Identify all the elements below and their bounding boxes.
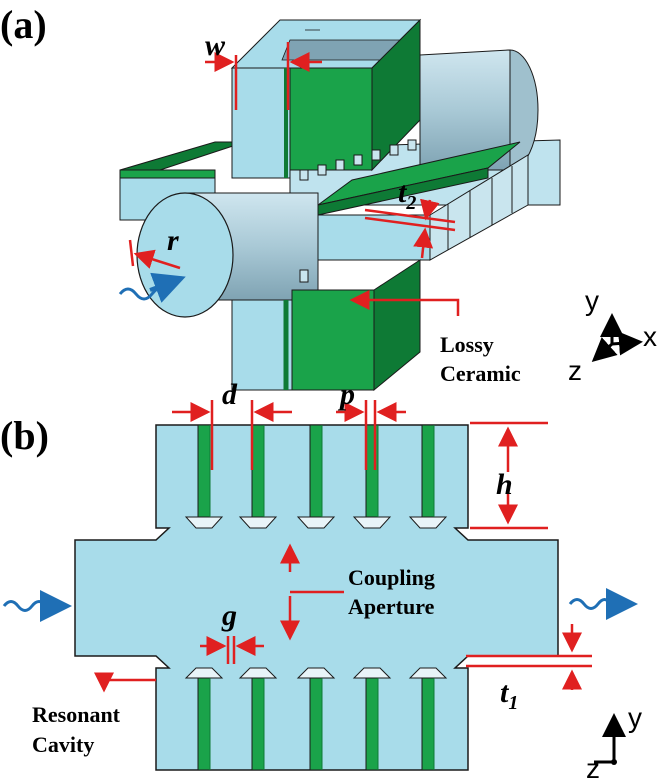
- label-t1: t1: [500, 676, 518, 714]
- label-p: p: [337, 378, 355, 411]
- label-d: d: [222, 378, 238, 411]
- lossy-ceramic-leader: [349, 290, 460, 316]
- cylinder-waveguide: [136, 192, 319, 318]
- t2-arrow-bottom: [413, 227, 434, 259]
- label-g: g: [221, 599, 237, 632]
- bottom-ceramic-strip: [197, 677, 211, 771]
- bottom-ceramic-strip: [251, 677, 265, 771]
- label-h: h: [496, 468, 513, 501]
- panel-a-3d-view: (a) w t2 r Lossy Ceramic y x z: [0, 2, 657, 392]
- bottom-aperture-cap: [352, 667, 392, 679]
- t2-arrow-top: [420, 198, 440, 221]
- top-ceramic-strip: [309, 424, 323, 518]
- label-t2: t2: [398, 176, 416, 214]
- input-wave-a: [118, 272, 186, 303]
- comb-teeth: [299, 139, 417, 181]
- output-wave-b: [568, 588, 638, 620]
- label-coupling: Coupling: [348, 565, 435, 590]
- panel-label-b: (b): [0, 413, 49, 458]
- axis-y-label-a: y: [585, 285, 599, 316]
- right-ceramic-arm: [317, 141, 529, 261]
- label-cavity: Cavity: [32, 732, 94, 757]
- bottom-ceramic-strip: [309, 677, 323, 771]
- label-lossy: Lossy: [440, 332, 494, 357]
- top-ceramic-strip: [421, 424, 435, 518]
- top-ceramic-arm: [230, 18, 422, 179]
- t2-line-top: [364, 208, 456, 224]
- axes-triad-a: [591, 313, 643, 362]
- annotations-a: [128, 42, 460, 316]
- r-arrow: [133, 249, 181, 270]
- cylinder-back: [419, 49, 539, 171]
- t2-line-bottom: [364, 216, 456, 232]
- bottom-resonator-comb: [184, 667, 448, 771]
- bottom-aperture-cap: [238, 667, 278, 679]
- resonant-cavity-leader: [94, 672, 156, 693]
- bottom-aperture-cap: [408, 667, 448, 679]
- axis-y-label-b: y: [628, 702, 642, 733]
- axes-triad-b: [594, 713, 626, 764]
- label-aperture: Aperture: [348, 594, 435, 619]
- top-ceramic-strip: [251, 424, 265, 518]
- bottom-ceramic-strip: [365, 677, 379, 771]
- axis-origin-b: [611, 759, 617, 765]
- r-tick: [128, 239, 135, 267]
- axis-x-label-a: x: [643, 321, 657, 352]
- input-wave-b: [2, 590, 72, 622]
- panel-label-a: (a): [0, 2, 47, 47]
- cylinder-end-face: [136, 192, 234, 318]
- label-resonant: Resonant: [32, 702, 121, 727]
- axis-z-label-a: z: [568, 355, 582, 386]
- cavity-outline: [74, 424, 559, 771]
- panel-b-cross-section: (b) d p h g t1 Coupling Aperture Resonan…: [0, 378, 642, 779]
- label-w: w: [205, 29, 226, 62]
- bottom-aperture-cap: [296, 667, 336, 679]
- axis-z-label-b: z: [586, 753, 600, 779]
- label-r: r: [167, 224, 179, 257]
- top-resonator-comb: [184, 424, 448, 529]
- bottom-ceramic-strip: [421, 677, 435, 771]
- label-ceramic: Ceramic: [440, 361, 521, 386]
- top-ceramic-strip: [197, 424, 211, 518]
- bottom-aperture-cap: [184, 667, 224, 679]
- annotations-b: [94, 400, 592, 693]
